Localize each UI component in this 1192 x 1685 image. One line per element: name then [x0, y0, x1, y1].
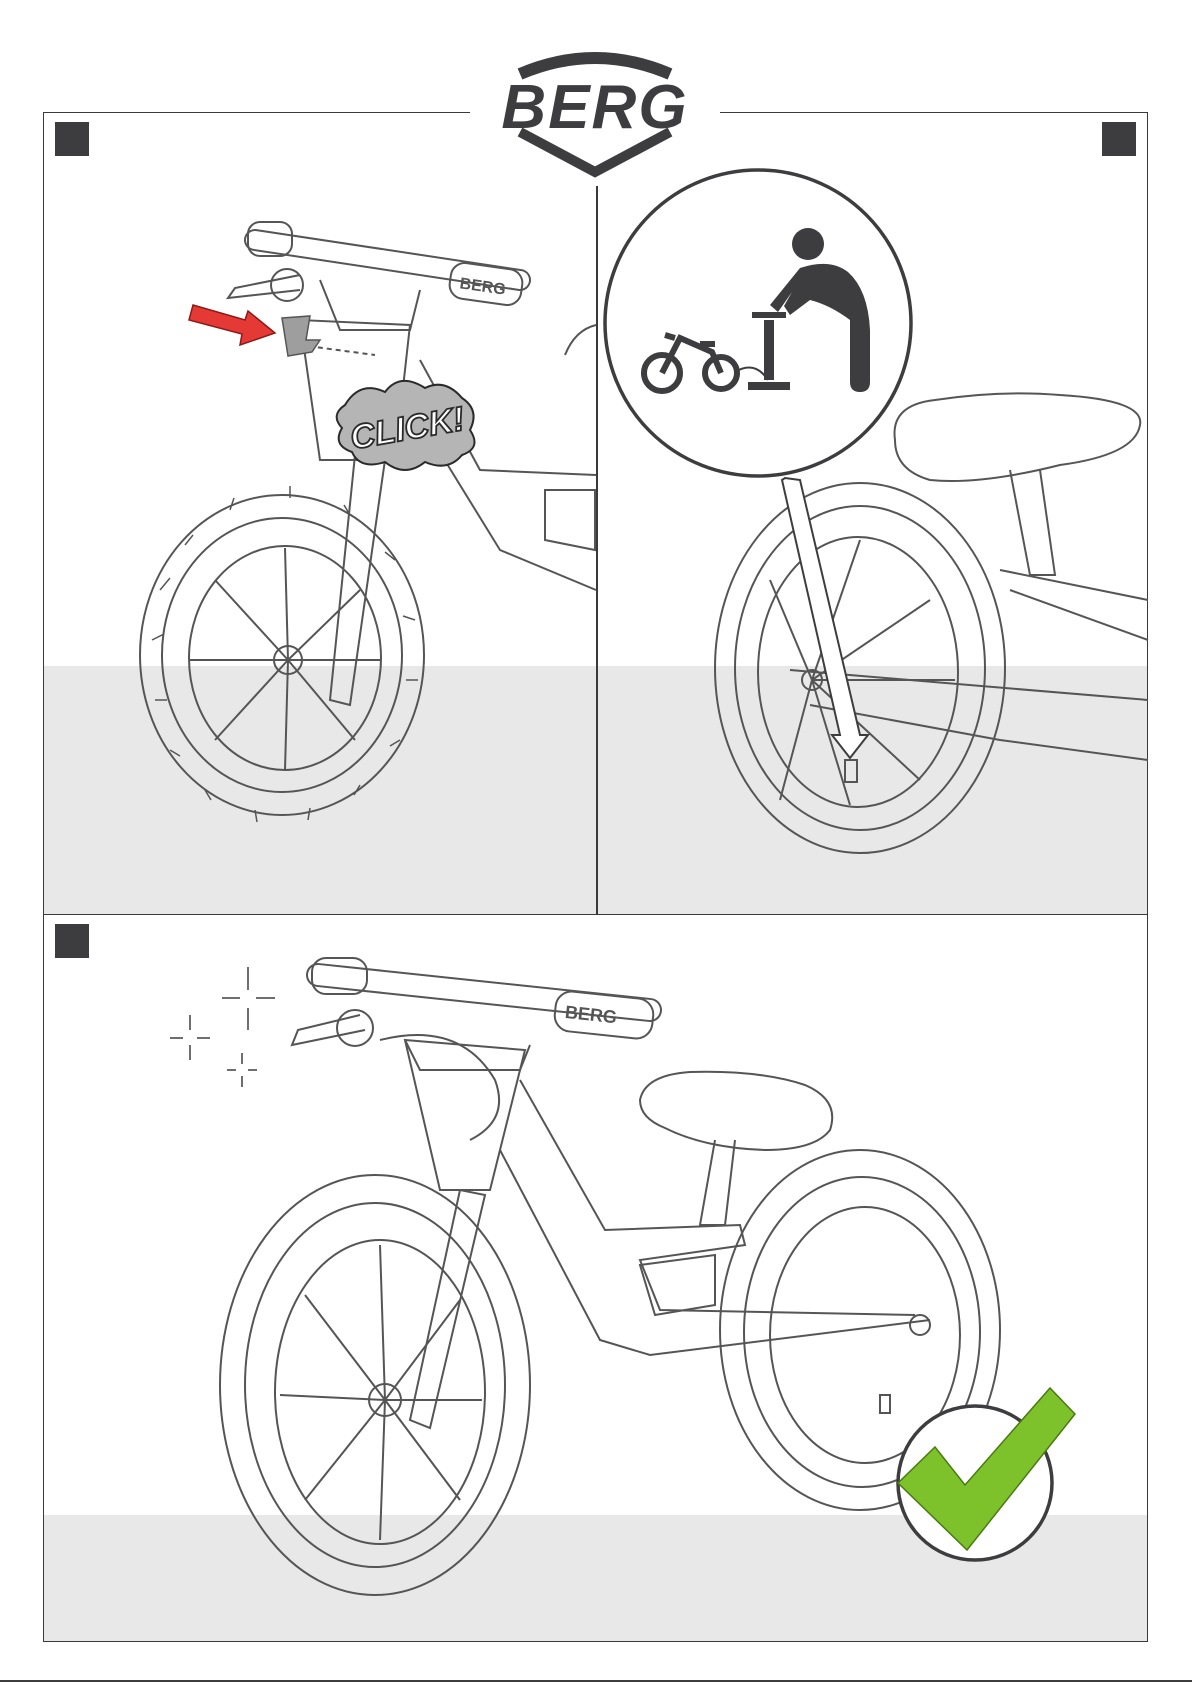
bottom-seat-post [700, 1140, 735, 1225]
sparkle-icon [170, 967, 275, 1087]
bottom-saddle [640, 1072, 832, 1150]
bottom-front-tyre-inner [245, 1203, 505, 1567]
bottom-frame-top [520, 1080, 915, 1315]
bottom-head-tube [405, 1040, 525, 1190]
bottom-valve [880, 1395, 890, 1413]
bottom-front-spokes [280, 1245, 482, 1540]
bottom-rear-hub [910, 1315, 930, 1335]
svg-text:BERG: BERG [564, 1002, 618, 1027]
bottom-frame-bottom [500, 1150, 930, 1355]
bottom-fork [410, 1190, 485, 1428]
brake-cable [380, 1035, 499, 1140]
bottom-frame-panel [640, 1255, 715, 1315]
bottom-front-tyre-outer [220, 1175, 530, 1595]
bottom-brake-lever [292, 1015, 365, 1045]
